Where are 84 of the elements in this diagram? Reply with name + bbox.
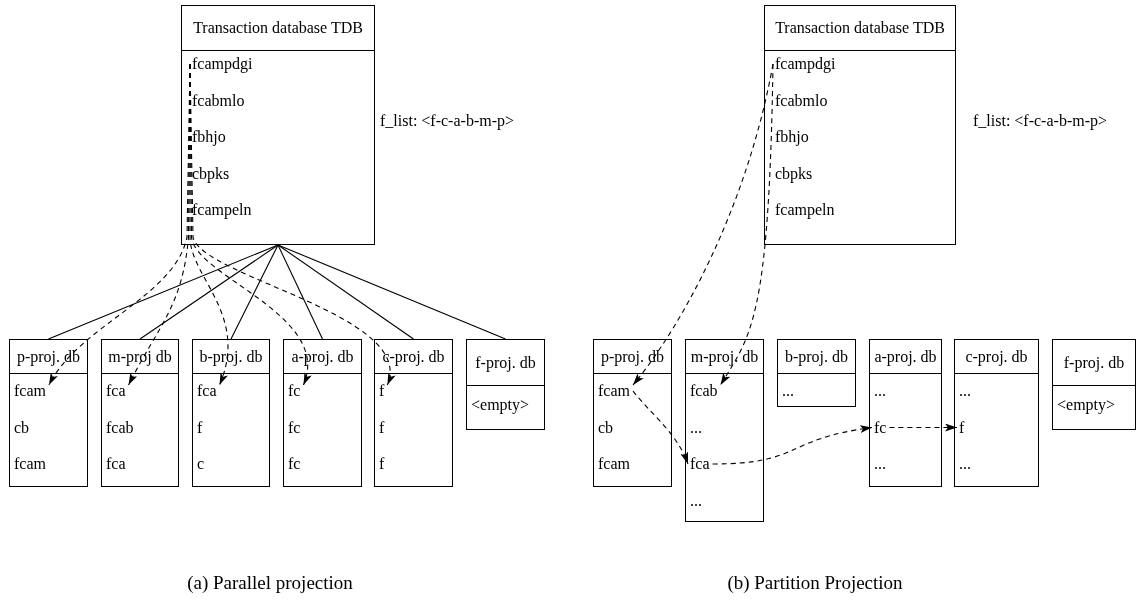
row-text: fcampdgi [775, 54, 836, 74]
database-table [101, 339, 179, 487]
row-text: cbpks [775, 163, 813, 184]
dashed-arrow [888, 423, 958, 432]
row-text: fcam [598, 454, 630, 474]
row-text: c [197, 454, 205, 474]
row-text: fcampeln [192, 200, 252, 220]
row-text: fcabmlo [192, 90, 245, 111]
table-heading: f-proj. db [1063, 352, 1125, 373]
row-text: <empty> [471, 395, 530, 415]
database-table [764, 5, 956, 245]
table-heading: c-proj. db [382, 346, 445, 367]
row-text: fc [288, 417, 301, 438]
database-table [777, 339, 856, 407]
dashed-arrow [632, 390, 689, 465]
row-text: fbhjo [775, 127, 809, 147]
row-text: fc [874, 417, 887, 438]
row-text: <empty> [1057, 395, 1116, 415]
database-table [593, 339, 672, 487]
table-heading: a-proj. db [291, 346, 354, 367]
connector-line [230, 244, 279, 340]
dashed-arrow [720, 63, 774, 386]
table-heading: m-proj. db [690, 346, 759, 367]
row-text: f [379, 454, 385, 474]
row-text: f [197, 417, 203, 438]
row-text: ... [874, 381, 886, 401]
connector-line [277, 244, 415, 340]
list-note: f_list: <f-c-a-b-m-p> [380, 112, 514, 130]
caption: (a) Parallel projection [187, 572, 353, 594]
caption: (b) Partition Projection [727, 572, 903, 594]
table-heading: b-proj. db [784, 346, 849, 367]
table-heading: Transaction database TDB [775, 18, 945, 38]
database-table [181, 5, 375, 245]
row-text: f [379, 381, 385, 401]
row-text: fcam [14, 381, 46, 401]
table-heading: a-proj. db [874, 346, 937, 367]
database-table [1052, 339, 1136, 430]
list-note: f_list: <f-c-a-b-m-p> [973, 112, 1107, 130]
row-text: fcab [690, 381, 718, 401]
row-text: ... [690, 490, 702, 511]
connector-line [277, 244, 324, 340]
row-text: fcampeln [775, 200, 835, 220]
row-text: fca [106, 381, 126, 401]
row-text: ... [782, 381, 794, 401]
row-text: fcabmlo [775, 90, 828, 111]
row-text: ... [874, 454, 886, 474]
table-heading: f-proj. db [475, 352, 536, 373]
row-text: fca [197, 381, 217, 401]
connector-line [139, 244, 279, 340]
row-text: ... [959, 381, 971, 401]
row-text: f [959, 417, 965, 438]
database-table [283, 339, 362, 487]
database-table [466, 339, 545, 430]
table-heading: b-proj. db [199, 346, 263, 367]
row-text: fca [106, 454, 126, 474]
row-text: cb [14, 417, 30, 438]
row-text: fcam [14, 454, 46, 474]
table-heading: m-proj db [108, 346, 172, 367]
database-table [9, 339, 88, 487]
database-table [685, 339, 764, 522]
row-text: fcab [106, 417, 134, 438]
row-text: cb [598, 417, 614, 438]
row-text: fc [288, 454, 301, 474]
dashed-arrow [712, 425, 873, 465]
database-table [374, 339, 453, 487]
connector-line [277, 244, 507, 340]
row-text: ... [959, 454, 971, 474]
row-text: ... [690, 417, 702, 438]
table-heading: Transaction database TDB [193, 18, 363, 38]
row-text: fcam [598, 381, 630, 401]
row-text: cbpks [192, 163, 230, 184]
row-text: f [379, 417, 385, 438]
table-heading: c-proj. db [965, 346, 1028, 367]
table-heading: p-proj. db [600, 346, 665, 367]
database-table [869, 339, 942, 487]
dashed-arrow [189, 63, 394, 386]
database-table [192, 339, 270, 487]
row-text: fbhjo [192, 127, 226, 147]
connector-line [47, 244, 279, 340]
row-text: fcampdgi [192, 54, 253, 74]
database-table [954, 339, 1039, 487]
row-text: fca [690, 454, 710, 474]
table-heading: p-proj. db [16, 346, 81, 367]
row-text: fc [288, 381, 301, 401]
